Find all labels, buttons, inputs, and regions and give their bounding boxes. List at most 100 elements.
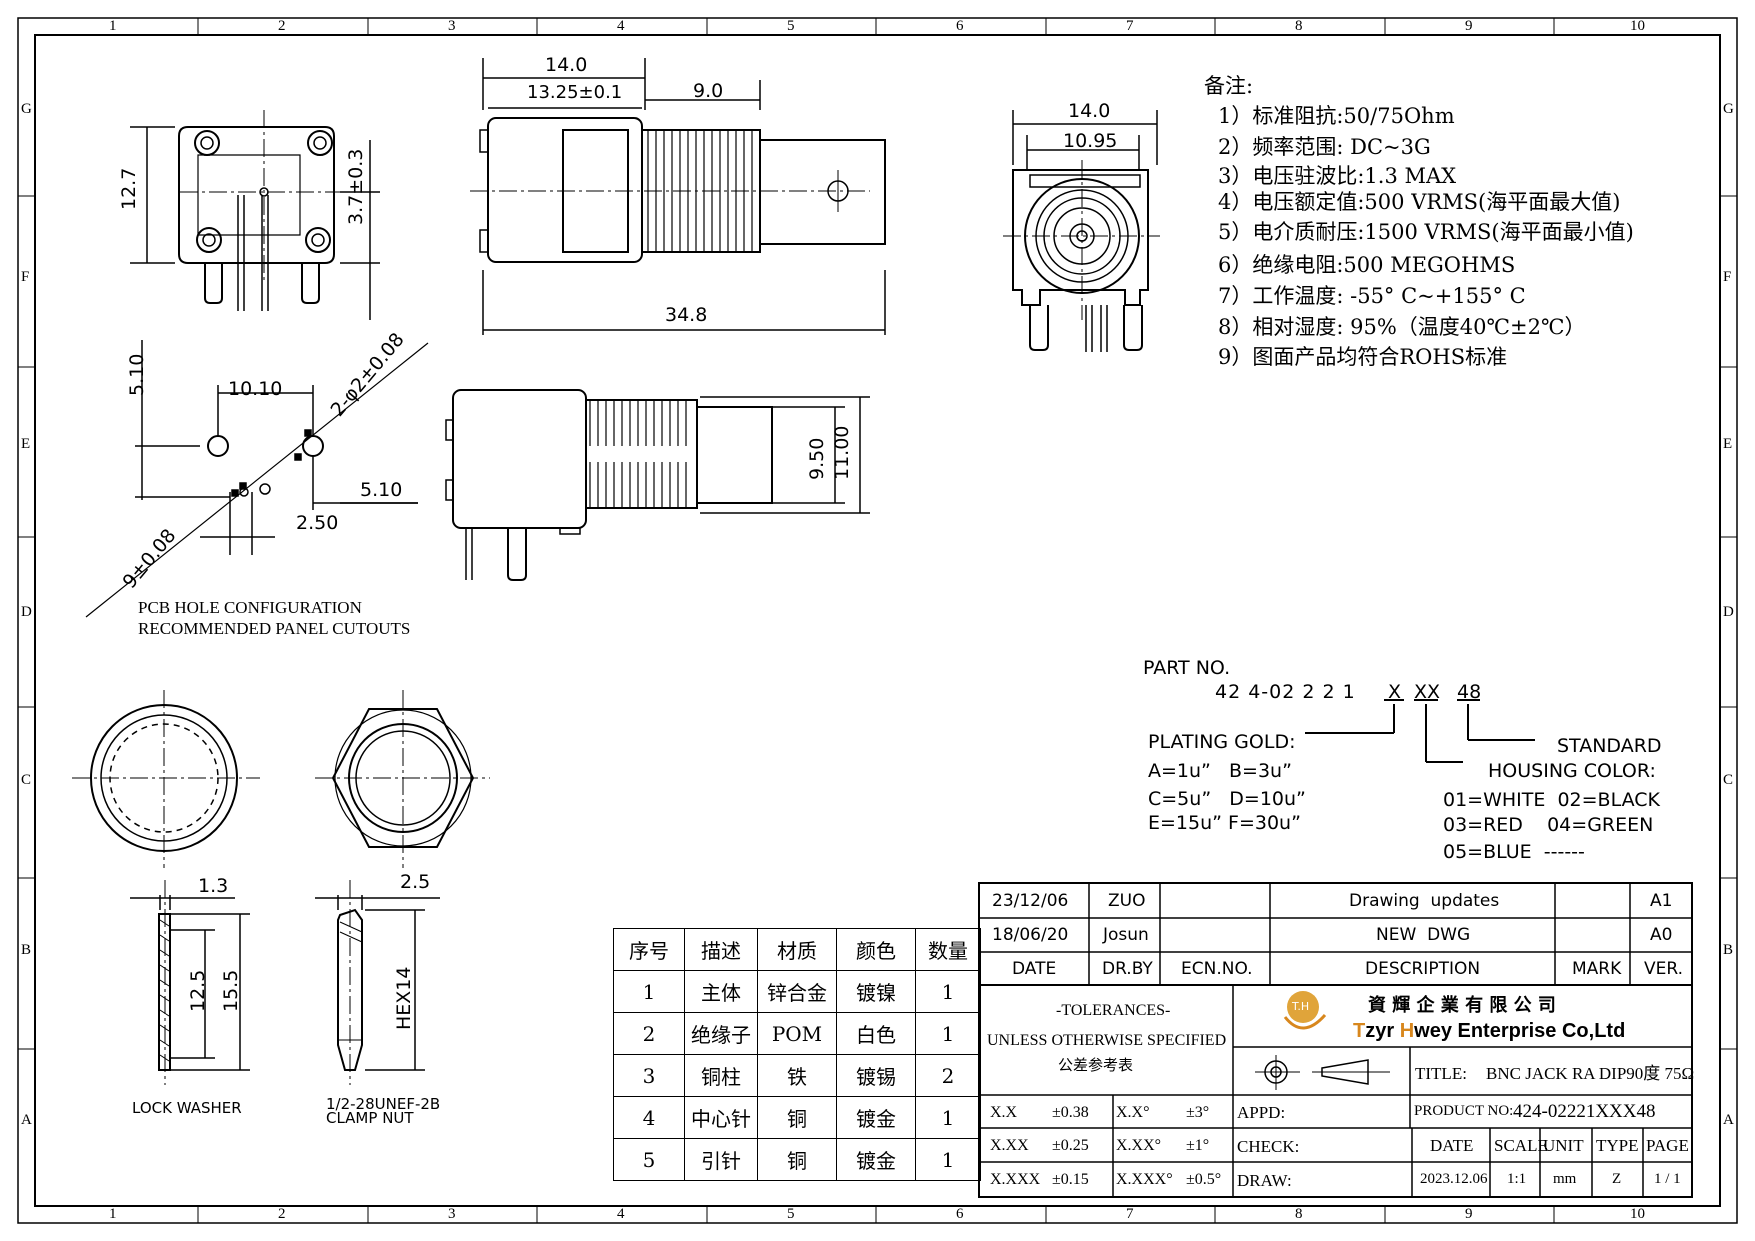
nut-label-1: 1/2-28UNEF-2B (326, 1095, 441, 1113)
tol-r2-b: ±0.25 (1052, 1137, 1089, 1154)
rev0-by: Josun (1103, 925, 1149, 945)
rev-h-by: DR.BY (1102, 959, 1153, 979)
zone-col-7: 7 (1126, 18, 1134, 34)
tol-r1-c: X.X° (1116, 1104, 1150, 1121)
tol-r2-a: X.XX (990, 1137, 1029, 1154)
bom-cell: 镀镍 (836, 970, 916, 1013)
part-no-label: PART NO. (1143, 657, 1231, 679)
dim-washer-d3: 15.5 (220, 969, 242, 1012)
rev1-date: 23/12/06 (992, 891, 1069, 911)
zone-col-1b: 1 (109, 1206, 117, 1222)
check-label: CHECK: (1237, 1137, 1300, 1156)
company-en-t: T (1353, 1020, 1366, 1042)
bom-cell: 绝缘子 (684, 1012, 758, 1055)
top-view (470, 58, 886, 335)
bom-cell: 1 (915, 1012, 981, 1055)
part-no-x: X (1388, 681, 1402, 703)
dim-front-w2: 10.95 (1063, 130, 1118, 152)
side-view (445, 389, 870, 581)
zone-col-4b: 4 (617, 1206, 625, 1222)
tol-r3-d: ±0.5° (1186, 1171, 1222, 1188)
zone-col-5b: 5 (787, 1206, 795, 1222)
bom-cell: 白色 (836, 1012, 916, 1055)
dim-side-h2: 11.00 (831, 425, 853, 480)
zone-ticks (18, 18, 1737, 1223)
note-6: 6）绝缘电阻:500 MEGOHMS (1218, 253, 1516, 277)
dim-top-w2: 13.25±0.1 (527, 82, 623, 103)
rev0-desc: NEW DWG (1376, 925, 1471, 945)
bom-h-desc: 描述 (684, 928, 758, 971)
bom-cell: 铜 (757, 1096, 837, 1139)
bom-cell: 1 (915, 1096, 981, 1139)
part-no-xx: XX (1414, 681, 1441, 703)
pcb-caption-1: PCB HOLE CONFIGURATION (138, 598, 362, 617)
bom-h-qty: 数量 (915, 928, 981, 971)
bom-cell: 2 (613, 1012, 685, 1055)
bom-cell: 铜 (757, 1138, 837, 1181)
front-view (1003, 110, 1160, 352)
zone-row-b: B (21, 942, 32, 958)
v-unit: mm (1553, 1171, 1577, 1187)
nut-view (315, 690, 490, 1085)
bom-cell: 主体 (684, 970, 758, 1013)
rev0-date: 18/06/20 (992, 925, 1069, 945)
h-scale: SCALE (1494, 1136, 1548, 1155)
nut-label-2: CLAMP NUT (326, 1109, 414, 1127)
zone-row-e: E (21, 436, 31, 452)
note-3: 3）电压驻波比:1.3 MAX (1218, 164, 1457, 188)
dim-nut-d2: HEX14 (393, 966, 415, 1031)
note-4: 4）电压额定值:500 VRMS(海平面最大值) (1218, 190, 1621, 214)
rev0-ver: A0 (1650, 925, 1673, 945)
dim-pcb-d2: 10.10 (228, 378, 283, 400)
bom-cell: 1 (613, 970, 685, 1013)
dim-side-h1: 9.50 (806, 437, 828, 480)
rev1-ver: A1 (1650, 891, 1673, 911)
logo-text: T.H (1292, 1000, 1310, 1013)
dim-top-w3: 9.0 (693, 80, 724, 102)
bom-cell: 镀金 (836, 1138, 916, 1181)
washer-label: LOCK WASHER (132, 1099, 242, 1117)
pcb-view (85, 340, 429, 618)
company-en-h: H (1399, 1020, 1415, 1042)
dim-pcb-d5: 2.50 (296, 512, 339, 534)
zone-col-3: 3 (448, 18, 456, 34)
bom-cell: 3 (613, 1054, 685, 1097)
note-7: 7）工作温度: -55° C~+155° C (1218, 284, 1526, 308)
dim-left-h2: 3.7±0.3 (345, 148, 367, 225)
title-block-grid (978, 882, 1693, 1198)
housing-row-3: 05=BLUE ------ (1443, 841, 1585, 863)
zone-row-d-r: D (1723, 604, 1734, 620)
tol-r3-b: ±0.15 (1052, 1171, 1089, 1188)
tol-r3-a: X.XXX (990, 1171, 1041, 1188)
plating-row-3: E=15u” F=30u” (1148, 812, 1301, 834)
rev-h-mark: MARK (1572, 959, 1622, 979)
housing-row-2: 03=RED 04=GREEN (1443, 814, 1654, 836)
zone-row-a: A (21, 1112, 32, 1128)
part-number-leaders (1305, 699, 1535, 763)
dim-pcb-d1: 5.10 (126, 353, 148, 396)
company-name-en: Tzyr Hwey Enterprise Co,Ltd (1353, 1021, 1625, 1041)
zone-col-10: 10 (1630, 18, 1645, 34)
housing-title: HOUSING COLOR: (1488, 760, 1656, 782)
zone-col-6: 6 (956, 18, 964, 34)
zone-row-f: F (21, 269, 30, 285)
dim-top-len: 34.8 (665, 304, 708, 326)
pcb-caption-2: RECOMMENDED PANEL CUTOUTS (138, 619, 411, 638)
bom-h-color: 颜色 (836, 928, 916, 971)
bom-cell: 1 (915, 1138, 981, 1181)
zone-row-g: G (21, 101, 32, 117)
zone-row-e-r: E (1723, 436, 1733, 452)
zone-col-1: 1 (109, 18, 117, 34)
tol-line-3: 公差参考表 (1058, 1056, 1134, 1074)
washer-view (72, 690, 260, 1085)
bom-h-no: 序号 (613, 928, 685, 971)
zone-col-8: 8 (1295, 18, 1303, 34)
rev-h-desc: DESCRIPTION (1365, 959, 1481, 979)
dim-pcb-d4: 5.10 (360, 479, 403, 501)
tol-r2-c: X.XX° (1116, 1137, 1162, 1154)
dim-nut-d1: 2.5 (400, 871, 431, 893)
draw-label: DRAW: (1237, 1171, 1292, 1190)
